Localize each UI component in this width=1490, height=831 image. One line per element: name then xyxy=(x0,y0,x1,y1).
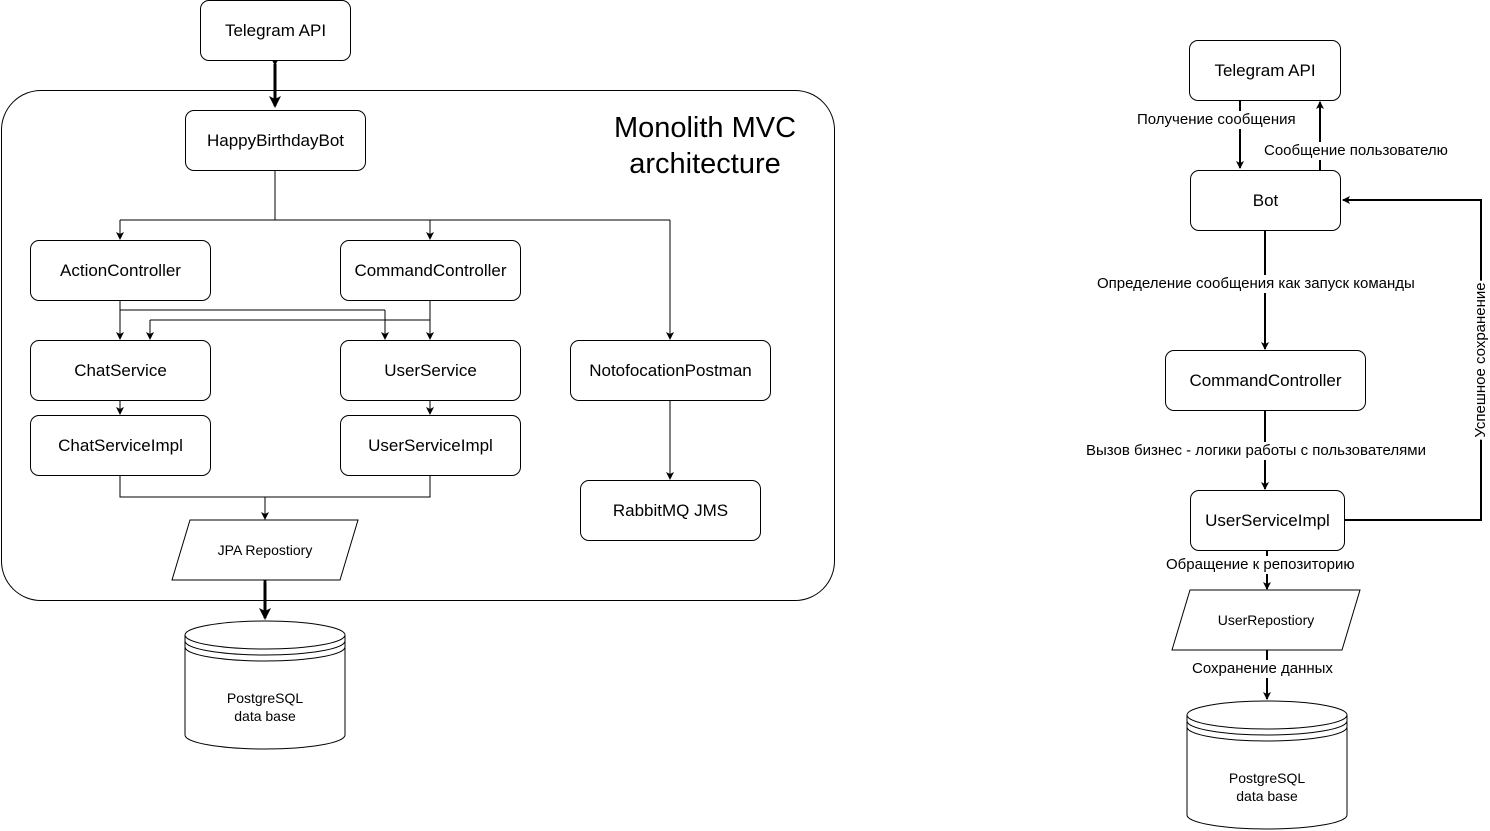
node-notification-postman: NotofocationPostman xyxy=(570,340,771,401)
node-r-user-repository: UserRepostiory xyxy=(1217,612,1315,628)
right-db-cylinder xyxy=(1186,700,1348,830)
node-jpa-repository: JPA Repostiory xyxy=(217,542,313,558)
node-chat-service-impl: ChatServiceImpl xyxy=(30,415,211,476)
node-r-command-controller: CommandController xyxy=(1165,350,1366,411)
node-user-service-impl: UserServiceImpl xyxy=(340,415,521,476)
node-telegram-api: Telegram API xyxy=(200,0,351,61)
left-db-line-2: data base xyxy=(234,708,296,724)
label-receive-message: Получение сообщения xyxy=(1136,111,1297,129)
node-r-bot: Bot xyxy=(1190,170,1341,231)
diagram-title: Monolith MVC architecture xyxy=(600,110,810,182)
jpa-repository-shape xyxy=(171,519,359,581)
user-repository-shape xyxy=(1171,589,1361,651)
node-r-user-service-impl: UserServiceImpl xyxy=(1190,490,1345,551)
node-left-db: PostgreSQL data base xyxy=(185,689,345,725)
label-command-detect: Определение сообщения как запуск команды xyxy=(1096,275,1416,293)
node-r-telegram-api: Telegram API xyxy=(1189,40,1341,101)
node-command-controller: CommandController xyxy=(340,240,521,301)
right-db-line-1: PostgreSQL xyxy=(1228,770,1306,786)
right-db-line-2: data base xyxy=(1236,788,1298,804)
title-line-2: architecture xyxy=(629,148,781,180)
left-db-line-1: PostgreSQL xyxy=(226,690,304,706)
edge-bot-fanout xyxy=(120,170,670,221)
node-r-db: PostgreSQL data base xyxy=(1187,769,1347,805)
left-db-cylinder xyxy=(184,620,346,750)
label-save-data: Сохранение данных xyxy=(1191,660,1334,678)
monolith-frame xyxy=(1,90,835,601)
label-success-save-text: Успешное сохранение xyxy=(1472,280,1490,440)
node-chat-service: ChatService xyxy=(30,340,211,401)
node-user-service: UserService xyxy=(340,340,521,401)
label-business-logic: Вызов бизнес - логики работы с пользоват… xyxy=(1085,442,1427,460)
node-happybirthdaybot: HappyBirthdayBot xyxy=(185,110,366,171)
node-rabbitmq: RabbitMQ JMS xyxy=(580,480,761,541)
node-action-controller: ActionController xyxy=(30,240,211,301)
label-user-message: Сообщение пользователю xyxy=(1263,142,1449,160)
edge-impl-merge xyxy=(119,475,431,498)
label-repo-access: Обращение к репозиторию xyxy=(1165,556,1356,574)
title-line-1: Monolith MVC xyxy=(613,112,797,144)
